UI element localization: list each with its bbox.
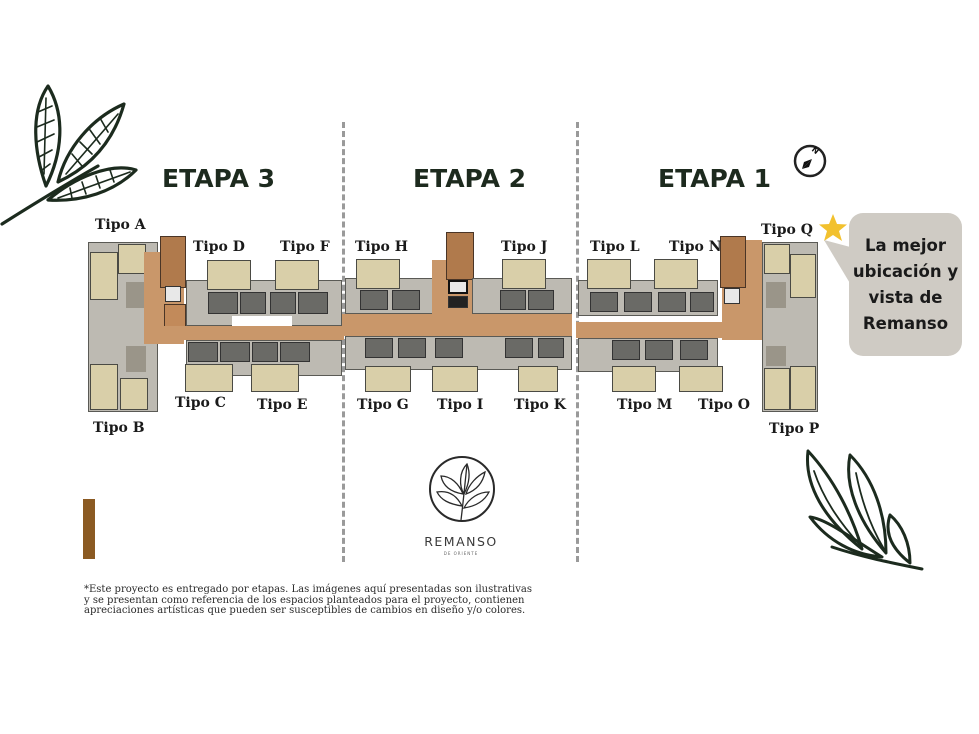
unit-label-tipo-o: Tipo O <box>698 397 750 413</box>
unit-label-tipo-e: Tipo E <box>257 397 308 413</box>
callout-line: vista de <box>868 287 943 307</box>
disclaimer-text: *Este proyecto es entregado por etapas. … <box>84 584 532 616</box>
stage-heading-3: ETAPA 3 <box>162 164 276 193</box>
unit-label-tipo-q: Tipo Q <box>761 222 813 238</box>
callout-line: La mejor <box>865 235 946 255</box>
stage-divider <box>342 122 345 562</box>
leaf-branch-icon <box>805 449 924 571</box>
leaf-branch-icon <box>0 84 138 226</box>
north-arrow-icon <box>793 144 827 178</box>
unit-label-tipo-h: Tipo H <box>355 239 408 255</box>
brand-name: REMANSO <box>424 534 498 549</box>
unit-label-tipo-a: Tipo A <box>95 217 146 233</box>
callout-best-location: La mejor ubicación y vista de Remanso <box>849 213 962 356</box>
stage-divider <box>576 122 579 562</box>
stage-heading-2: ETAPA 2 <box>413 164 527 193</box>
unit-label-tipo-m: Tipo M <box>617 397 673 413</box>
brand-subtitle: DE ORIENTE <box>443 551 479 556</box>
unit-label-tipo-n: Tipo N <box>669 239 722 255</box>
unit-label-tipo-f: Tipo F <box>280 239 330 255</box>
accent-bar <box>83 499 95 559</box>
callout-line: Remanso <box>862 313 949 333</box>
unit-label-tipo-k: Tipo K <box>514 397 566 413</box>
star-icon <box>819 214 847 241</box>
unit-label-tipo-j: Tipo J <box>501 239 548 255</box>
leaf-circle-logo-icon <box>429 456 495 522</box>
brand-logo: REMANSO DE ORIENTE <box>415 452 507 562</box>
unit-label-tipo-c: Tipo C <box>175 395 226 411</box>
unit-label-tipo-p: Tipo P <box>769 421 820 437</box>
unit-label-tipo-g: Tipo G <box>357 397 409 413</box>
unit-label-tipo-i: Tipo I <box>437 397 484 413</box>
unit-label-tipo-b: Tipo B <box>93 420 145 436</box>
stage-heading-1: ETAPA 1 <box>658 164 772 193</box>
compass: N <box>790 143 830 179</box>
callout-line: ubicación y <box>852 261 959 281</box>
unit-label-tipo-l: Tipo L <box>590 239 640 255</box>
unit-label-tipo-d: Tipo D <box>193 239 245 255</box>
callout-pointer <box>824 240 854 290</box>
